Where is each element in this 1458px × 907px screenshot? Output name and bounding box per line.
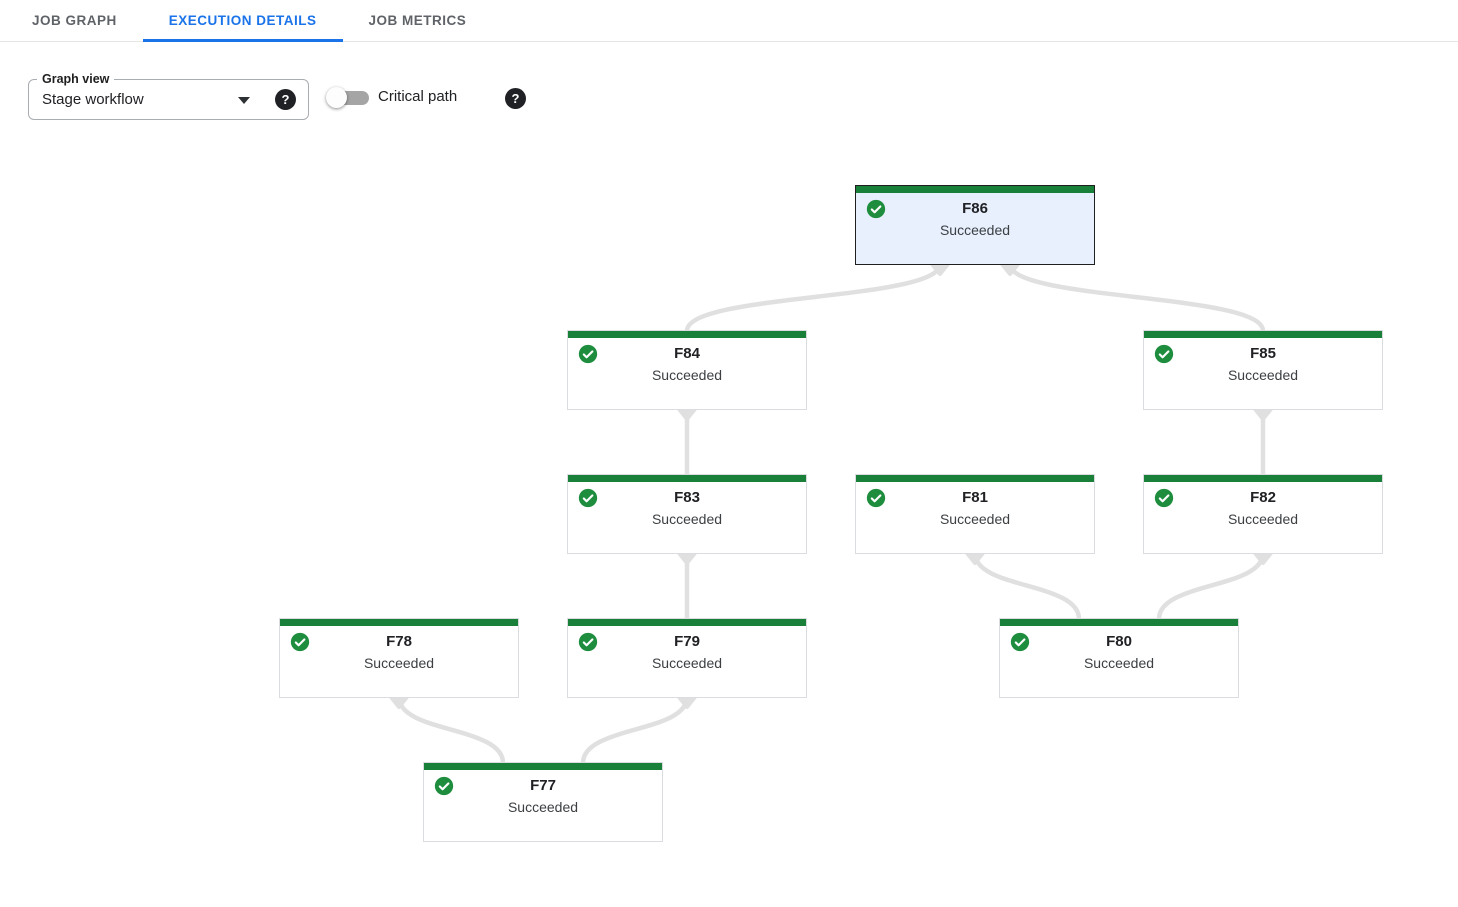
success-check-icon <box>866 199 886 219</box>
success-check-icon <box>578 344 598 364</box>
stage-node-f84[interactable]: F84 Succeeded <box>567 330 807 410</box>
graph-view-help-icon[interactable]: ? <box>275 89 296 110</box>
edge-source-nub <box>965 551 985 565</box>
critical-path-label: Critical path <box>378 88 458 105</box>
tab-job-metrics[interactable]: JOB METRICS <box>368 13 467 28</box>
status-bar <box>568 331 806 338</box>
status-bar <box>1144 475 1382 482</box>
stage-node-f82[interactable]: F82 Succeeded <box>1143 474 1383 554</box>
success-check-icon <box>1154 488 1174 508</box>
success-check-icon <box>1010 632 1030 652</box>
edge-source-nub <box>1253 551 1273 565</box>
edge-source-nub <box>677 407 697 421</box>
edge-f82-f80 <box>1156 552 1266 620</box>
stage-status: Succeeded <box>1227 367 1299 383</box>
tab-job-graph[interactable]: JOB GRAPH <box>32 13 117 28</box>
status-bar <box>280 619 518 626</box>
edge-source-nub <box>389 695 409 709</box>
graph-view-field-label: Graph view <box>37 71 115 88</box>
stage-name: F79 <box>674 633 700 650</box>
stage-name: F77 <box>530 777 556 794</box>
stage-status: Succeeded <box>1083 655 1155 671</box>
stage-node-f78[interactable]: F78 Succeeded <box>279 618 519 698</box>
stage-status: Succeeded <box>939 511 1011 527</box>
tab-execution-details[interactable]: EXECUTION DETAILS <box>142 0 343 42</box>
stage-name: F78 <box>386 633 412 650</box>
edge-source-nub <box>677 695 697 709</box>
edge-f79-f77 <box>580 696 690 764</box>
success-check-icon <box>290 632 310 652</box>
stage-node-f83[interactable]: F83 Succeeded <box>567 474 807 554</box>
edge-f78-f77 <box>396 696 506 764</box>
stage-node-f86[interactable]: F86 Succeeded <box>855 185 1095 265</box>
graph-view-selected-value: Stage workflow <box>42 91 144 108</box>
stage-status: Succeeded <box>939 222 1011 238</box>
status-bar <box>1144 331 1382 338</box>
stage-node-f79[interactable]: F79 Succeeded <box>567 618 807 698</box>
success-check-icon <box>578 632 598 652</box>
status-bar <box>568 619 806 626</box>
critical-path-help-icon[interactable]: ? <box>505 88 526 109</box>
stage-name: F83 <box>674 489 700 506</box>
stage-node-f81[interactable]: F81 Succeeded <box>855 474 1095 554</box>
stage-node-f85[interactable]: F85 Succeeded <box>1143 330 1383 410</box>
edge-source-nub <box>930 262 950 276</box>
edge-source-nub <box>1253 407 1273 421</box>
dropdown-arrow-icon <box>238 97 250 104</box>
success-check-icon <box>866 488 886 508</box>
stage-name: F86 <box>962 200 988 217</box>
success-check-icon <box>578 488 598 508</box>
critical-path-toggle[interactable] <box>326 86 372 110</box>
stage-status: Succeeded <box>651 655 723 671</box>
edge-source-nub <box>677 551 697 565</box>
toggle-knob[interactable] <box>326 87 347 108</box>
success-check-icon <box>1154 344 1174 364</box>
stage-node-f77[interactable]: F77 Succeeded <box>423 762 663 842</box>
stage-status: Succeeded <box>507 799 579 815</box>
stage-name: F81 <box>962 489 988 506</box>
graph-view-select[interactable]: Graph view Stage workflow ? <box>28 71 309 120</box>
stage-status: Succeeded <box>651 511 723 527</box>
stage-status: Succeeded <box>1227 511 1299 527</box>
stage-name: F84 <box>674 345 700 362</box>
status-bar <box>856 475 1094 482</box>
edge-f81-f80 <box>972 552 1082 620</box>
stage-node-f80[interactable]: F80 Succeeded <box>999 618 1239 698</box>
stage-status: Succeeded <box>651 367 723 383</box>
status-bar <box>568 475 806 482</box>
edge-f86-f85 <box>1007 263 1266 332</box>
edge-f86-f84 <box>684 263 943 332</box>
tab-bar: JOB GRAPH EXECUTION DETAILS JOB METRICS <box>0 0 1458 42</box>
stage-name: F82 <box>1250 489 1276 506</box>
stage-status: Succeeded <box>363 655 435 671</box>
status-bar <box>856 186 1094 193</box>
stage-name: F80 <box>1106 633 1132 650</box>
edge-source-nub <box>1000 262 1020 276</box>
success-check-icon <box>434 776 454 796</box>
stage-name: F85 <box>1250 345 1276 362</box>
status-bar <box>1000 619 1238 626</box>
status-bar <box>424 763 662 770</box>
